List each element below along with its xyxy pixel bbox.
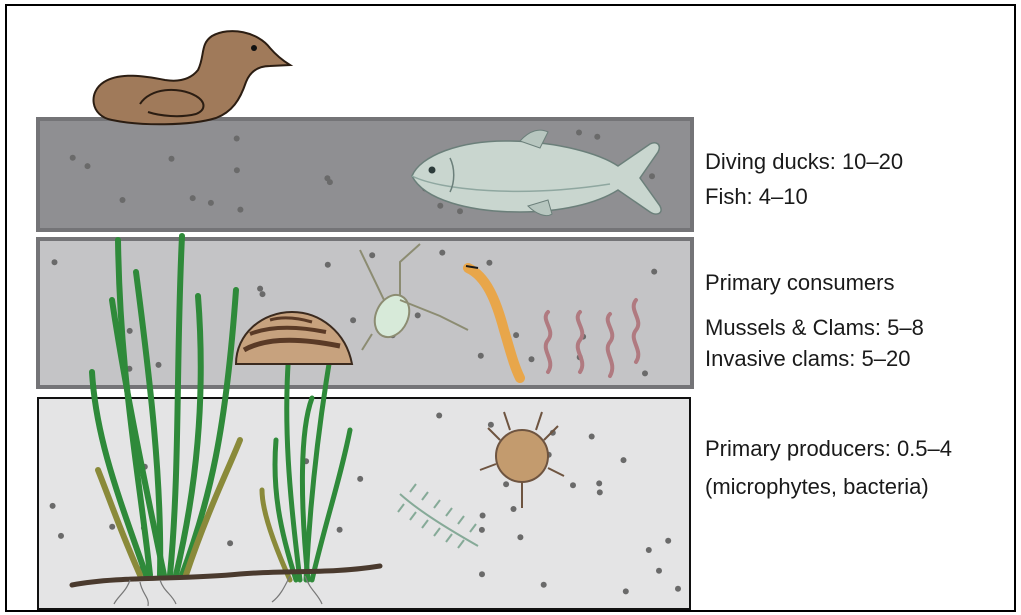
particle [594, 134, 600, 140]
particle [85, 163, 91, 169]
particle [513, 332, 519, 338]
top-label-fish: Fish: 4–10 [705, 184, 808, 210]
particle [541, 582, 547, 588]
particle [337, 527, 343, 533]
particle [621, 457, 627, 463]
particle [437, 203, 443, 209]
particle [480, 513, 486, 519]
particle [260, 291, 266, 297]
particle [478, 353, 484, 359]
particle [190, 195, 196, 201]
particle [596, 480, 602, 486]
particle [570, 482, 576, 488]
particle [488, 422, 494, 428]
particle [486, 260, 492, 266]
particle [479, 527, 485, 533]
particle [511, 506, 517, 512]
particle [58, 533, 64, 539]
particle [665, 538, 671, 544]
particle [623, 588, 629, 594]
particle [208, 200, 214, 206]
particle [436, 413, 442, 419]
middle-label-mussels: Mussels & Clams: 5–8 [705, 315, 924, 341]
particle [656, 568, 662, 574]
particle [503, 481, 509, 487]
particle [234, 136, 240, 142]
particle [234, 167, 240, 173]
particle [529, 356, 535, 362]
bottom-label-producers: Primary producers: 0.5–4 [705, 436, 952, 462]
particle [156, 362, 162, 368]
particle [120, 197, 126, 203]
particle [597, 489, 603, 495]
particle [257, 286, 263, 292]
particle [169, 156, 175, 162]
top-label-ducks: Diving ducks: 10–20 [705, 149, 903, 175]
middle-heading: Primary consumers [705, 270, 894, 296]
particle [325, 262, 331, 268]
particle [479, 571, 485, 577]
particle [50, 503, 56, 509]
particle [227, 540, 233, 546]
particle [415, 312, 421, 318]
particle [127, 328, 133, 334]
particle [457, 208, 463, 214]
bottom-label-microphytes: (microphytes, bacteria) [705, 474, 929, 500]
particle [517, 534, 523, 540]
particle [675, 586, 681, 592]
particle [651, 269, 657, 275]
particle [237, 207, 243, 213]
particle [52, 259, 58, 265]
particle [109, 524, 115, 530]
particle [324, 175, 330, 181]
particle [357, 476, 363, 482]
particle [70, 155, 76, 161]
particle [646, 547, 652, 553]
particle [369, 252, 375, 258]
particle [642, 370, 648, 376]
particle [589, 434, 595, 440]
particle [576, 130, 582, 136]
middle-label-invasive: Invasive clams: 5–20 [705, 346, 910, 372]
particle [649, 173, 655, 179]
particle [350, 317, 356, 323]
particle [439, 250, 445, 256]
